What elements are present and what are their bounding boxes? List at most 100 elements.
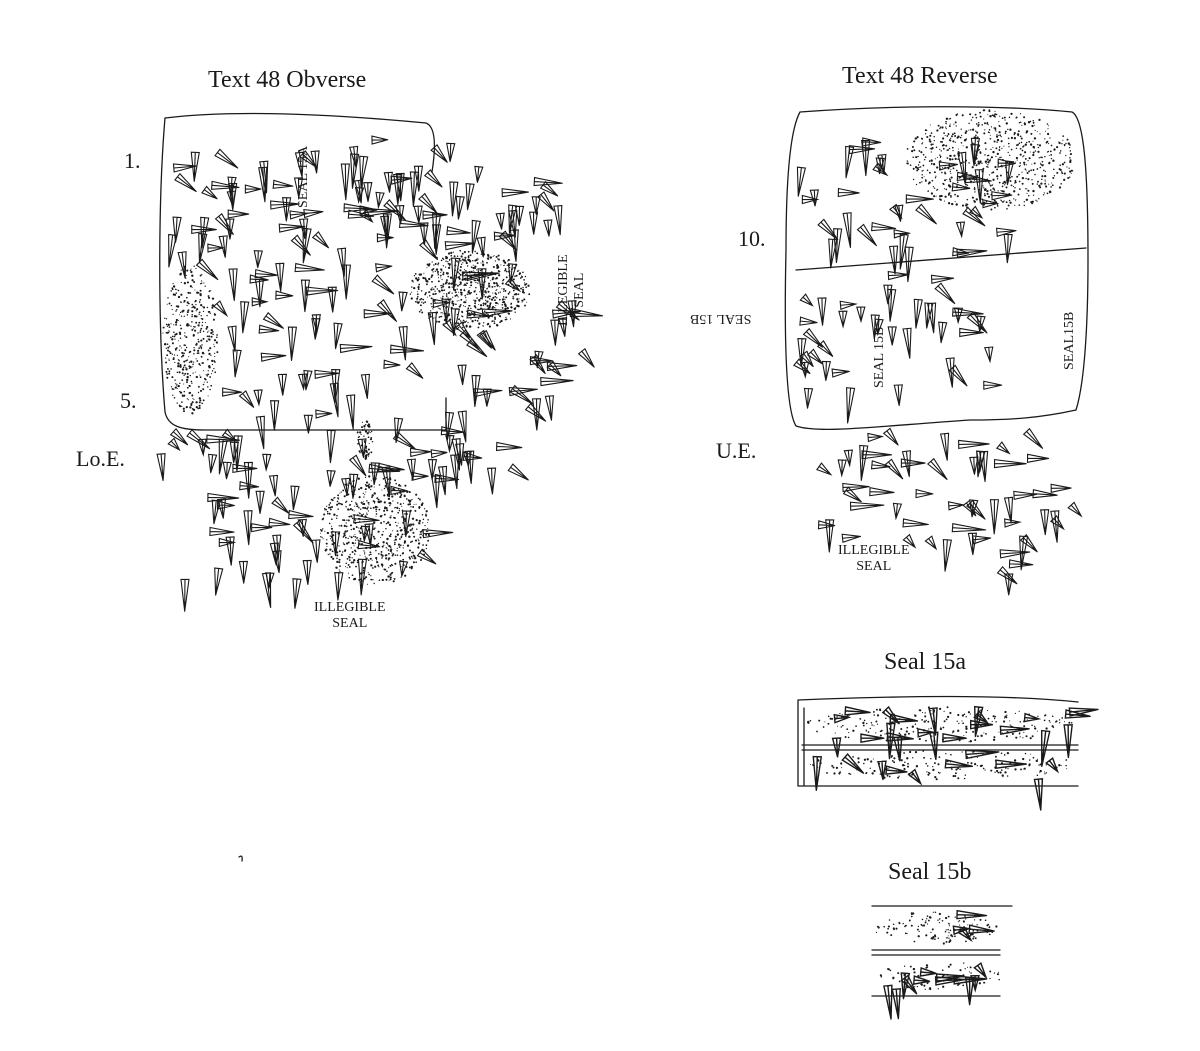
wedge-stroke: [841, 533, 862, 543]
stipple-dot: [913, 140, 916, 143]
wedge-stroke: [168, 233, 178, 268]
stipple-dot: [458, 284, 461, 286]
stipple-dot: [504, 289, 507, 292]
stipple-dot: [1003, 754, 1006, 756]
stipple-dot: [1019, 135, 1022, 138]
stipple-dot: [997, 161, 1000, 163]
stipple-dot: [183, 390, 186, 393]
stipple-dot: [956, 185, 958, 187]
stipple-dot: [459, 288, 463, 291]
stipple-dot: [192, 326, 195, 328]
wedge-stroke: [953, 307, 964, 325]
stipple-dot: [912, 178, 915, 181]
reverse-illegible-seal-line1: ILLEGIBLE: [838, 543, 910, 558]
stipple-dot: [886, 710, 888, 712]
stipple-dot: [833, 772, 836, 775]
stipple-dot: [914, 986, 916, 988]
stipple-dot: [1000, 762, 1004, 765]
stipple-dot: [1052, 177, 1055, 179]
stipple-dot: [422, 302, 425, 304]
wedge-stroke: [177, 251, 187, 279]
stipple-dot: [458, 305, 461, 308]
stipple-dot: [914, 723, 917, 725]
stipple-dot: [418, 505, 421, 509]
stipple-dot: [328, 522, 331, 525]
stipple-dot: [404, 530, 405, 532]
stipple-dot: [909, 965, 912, 968]
stipple-dot: [447, 275, 449, 278]
stipple-dot: [347, 572, 349, 574]
stipple-dot: [950, 172, 952, 174]
stipple-dot: [376, 497, 379, 500]
stipple-dot: [1022, 145, 1024, 148]
wedge-stroke: [359, 155, 369, 188]
stipple-dot: [400, 544, 402, 546]
stipple-dot: [1015, 198, 1017, 200]
stipple-dot: [183, 364, 186, 367]
stipple-dot: [817, 759, 820, 762]
stipple-dot: [361, 429, 364, 431]
stipple-dot: [930, 727, 932, 730]
stipple-dot: [1008, 192, 1011, 195]
stipple-dot: [406, 491, 409, 494]
stipple-dot: [923, 176, 925, 178]
stipple-dot: [949, 123, 951, 125]
wedge-stroke: [817, 520, 836, 530]
stipple-dot: [487, 307, 490, 310]
wedge-stroke: [841, 753, 865, 774]
stipple-dot: [354, 533, 356, 535]
stipple-dot: [197, 332, 199, 334]
stipple-dot: [987, 164, 989, 166]
stipple-dot: [1000, 135, 1002, 138]
stipple-dot: [488, 282, 491, 285]
stipple-dot: [342, 489, 345, 492]
stipple-dot: [351, 517, 354, 520]
stipple-dot: [192, 398, 194, 400]
stipple-dot: [371, 496, 373, 498]
stipple-dot: [926, 918, 928, 920]
stipple-dot: [388, 501, 392, 505]
stipple-dot: [955, 203, 958, 206]
stipple-dot: [479, 283, 482, 286]
stipple-dot: [940, 141, 942, 143]
stipple-dot: [420, 557, 423, 559]
stipple-dot: [399, 529, 402, 532]
stipple-dot: [439, 274, 442, 277]
stipple-dot: [1038, 144, 1042, 147]
stipple-dot: [902, 922, 904, 925]
wedge-stroke: [446, 142, 456, 163]
stipple-dot: [343, 495, 346, 498]
stipple-dot: [480, 253, 483, 255]
stipple-dot: [946, 178, 948, 180]
stipple-dot: [512, 280, 515, 283]
wedge-stroke: [422, 529, 454, 539]
wedge-stroke: [947, 501, 966, 511]
stipple-dot: [888, 775, 891, 778]
stipple-dot: [422, 276, 425, 280]
stipple-dot: [1070, 721, 1073, 724]
stipple-dot: [393, 577, 395, 580]
stipple-dot: [337, 532, 340, 535]
stipple-dot: [434, 290, 436, 292]
stipple-dot: [351, 509, 354, 511]
stipple-dot: [1041, 160, 1044, 163]
stipple-dot: [945, 122, 947, 125]
wedge-stroke: [934, 282, 956, 305]
stipple-dot: [958, 766, 960, 768]
stipple-dot: [930, 192, 934, 195]
stipple-dot: [204, 285, 206, 287]
stipple-dot: [447, 262, 450, 265]
stipple-dot: [921, 918, 924, 921]
stipple-dot: [449, 291, 451, 293]
stipple-dot: [454, 291, 457, 294]
stipple-dot: [436, 305, 439, 308]
stipple-dot: [356, 561, 359, 564]
stipple-dot: [921, 925, 924, 927]
stipple-dot: [812, 763, 815, 767]
stipple-dot: [932, 911, 934, 913]
stipple-dot: [430, 288, 433, 291]
stipple-dot: [937, 771, 940, 774]
stipple-dot: [368, 483, 370, 486]
stipple-dot: [1065, 142, 1067, 145]
stipple-dot: [966, 755, 969, 757]
